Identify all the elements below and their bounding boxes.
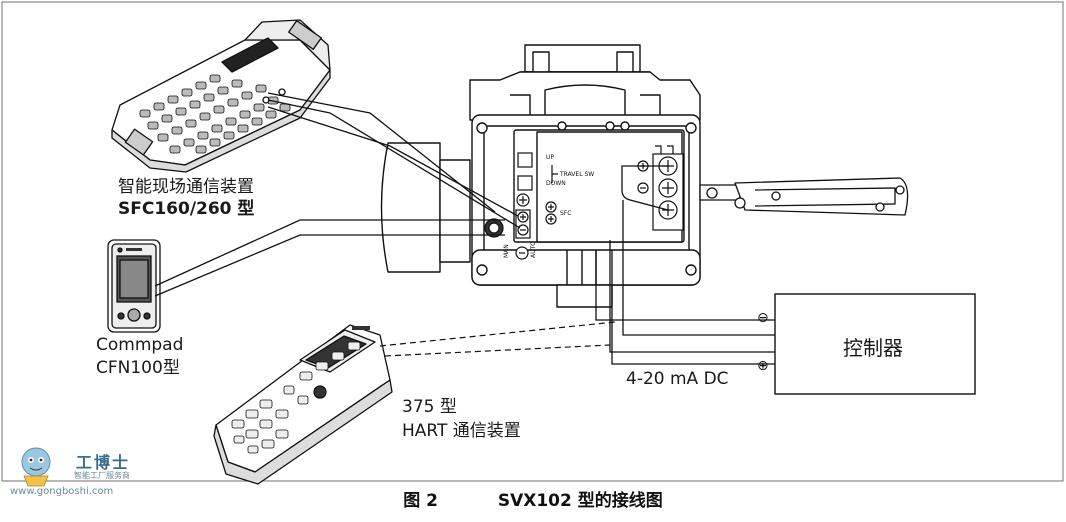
hart-dashed-wires [379, 321, 616, 357]
travel-sw-label: TRAVEL SW [559, 171, 594, 178]
commpad-model: CFN100型 [96, 358, 180, 378]
up-label: UP [546, 154, 554, 161]
down-label: DOWN [546, 180, 566, 187]
hart-model: 375 型 [402, 397, 457, 417]
figure-frame [1, 1, 1064, 482]
sfc-device-model: SFC160/260 型 [118, 199, 255, 219]
sfc-terminal-label: SFC [560, 210, 571, 217]
watermark-tagline: 智能工厂服务商 [74, 471, 130, 480]
hart-375-illustration [213, 324, 393, 485]
positioner-body [380, 44, 701, 308]
plus-terminal-symbol: ⊕ [757, 358, 769, 374]
feedback-lever [699, 177, 909, 216]
sfc-device-name: 智能现场通信装置 [118, 177, 254, 197]
wires [154, 92, 790, 365]
signal-label: 4-20 mA DC [626, 369, 729, 389]
watermark-brand: 工博士 [76, 453, 131, 472]
commpad-name: Commpad [96, 335, 184, 355]
man-label: MAN [503, 244, 510, 258]
figure-title: SVX102 型的接线图 [497, 491, 663, 511]
figure-number: 图 2 [403, 491, 438, 511]
hart-name: HART 通信装置 [402, 421, 521, 441]
minus-terminal-symbol: ⊖ [757, 310, 769, 326]
auto-label: AUTO [530, 241, 537, 258]
watermark-mascot-icon [21, 447, 51, 487]
watermark-url: www.gongboshi.com [10, 486, 114, 497]
sfc-handheld-illustration [111, 19, 331, 173]
controller-label: 控制器 [843, 336, 903, 360]
figure-caption: 图 2 SVX102 型的接线图 [0, 486, 1066, 511]
commpad-illustration [107, 239, 161, 333]
controller-box [774, 293, 976, 395]
